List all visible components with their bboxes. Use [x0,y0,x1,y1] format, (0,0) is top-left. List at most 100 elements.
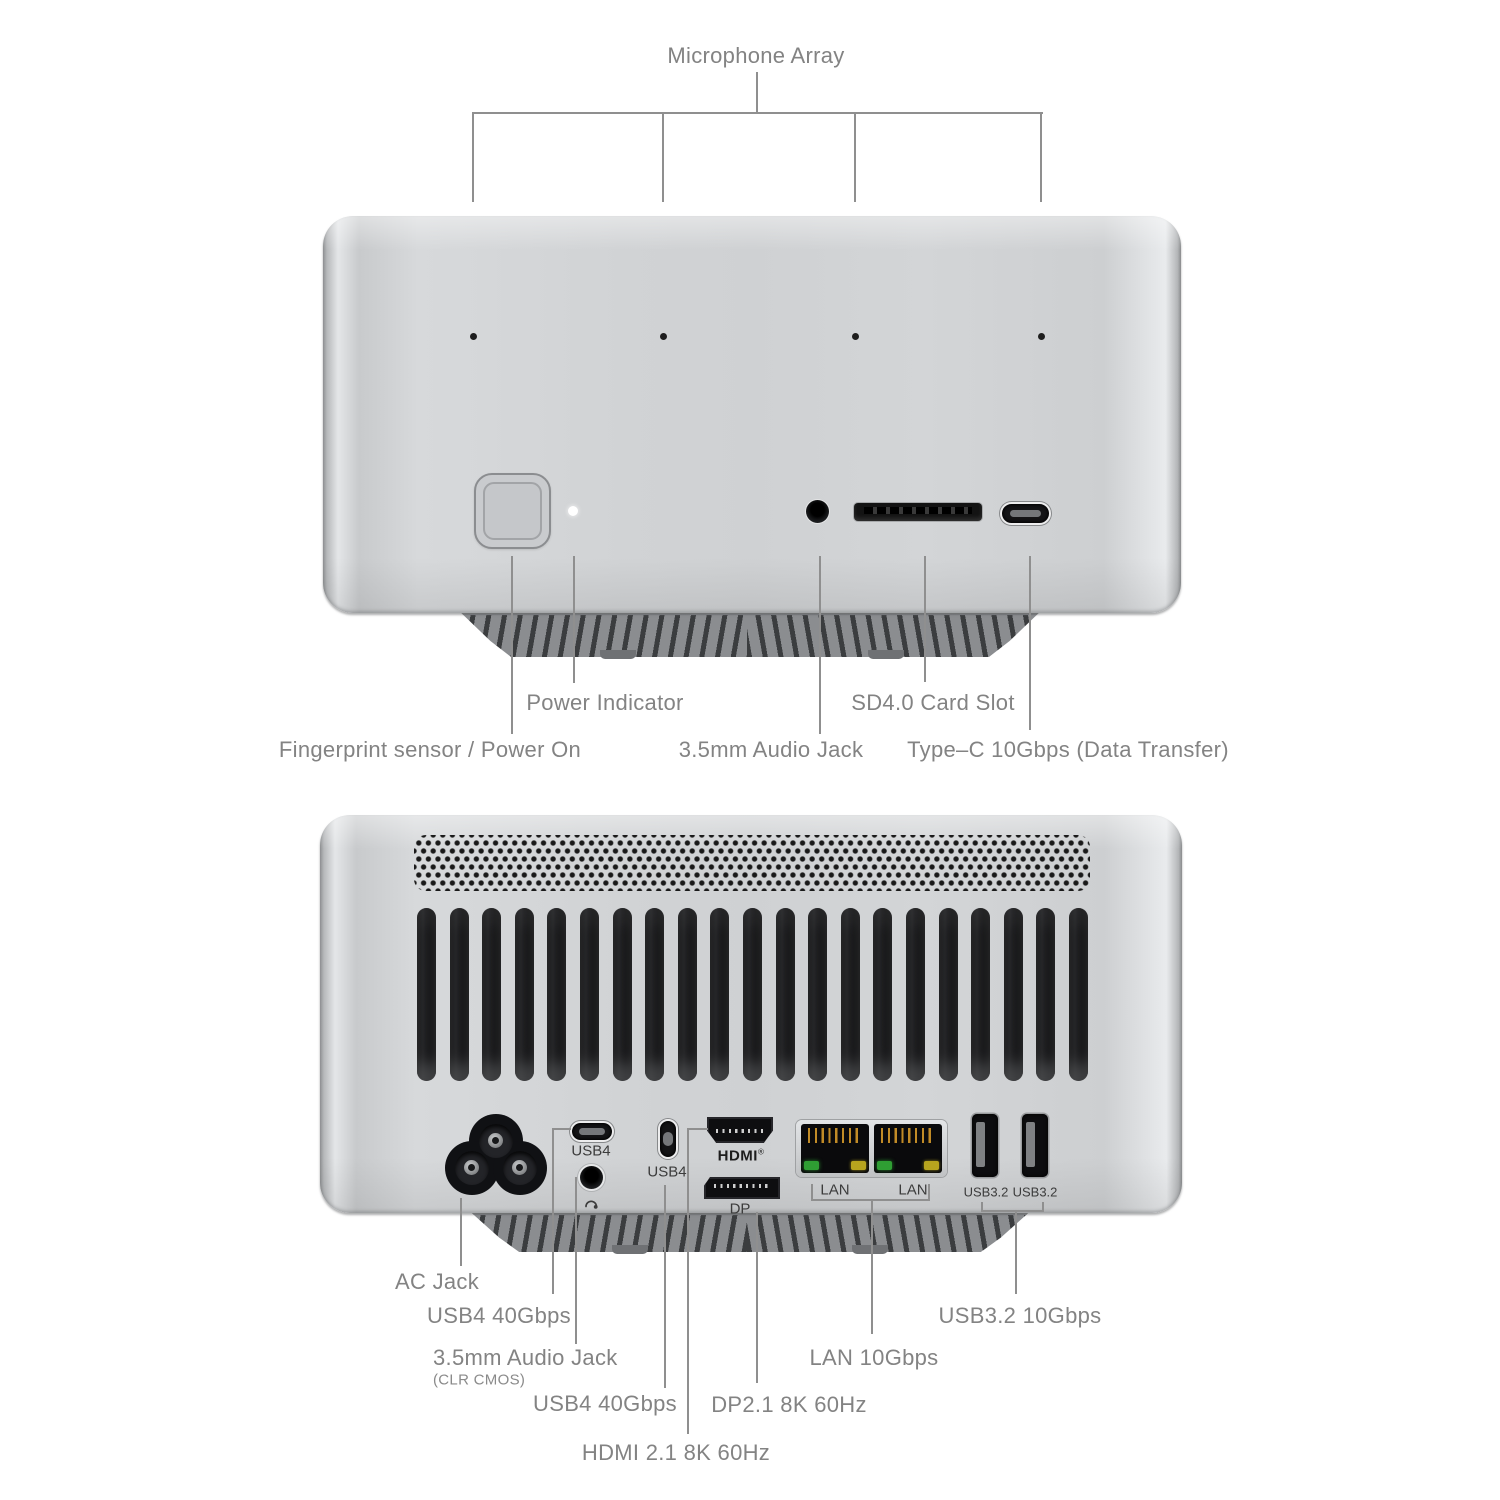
sd-card-slot-pins [864,507,972,514]
sd-card-slot-label: SD4.0 Card Slot [851,690,1015,715]
lan-bracket-right-tick [928,1184,930,1201]
microphone-hole-2 [660,333,667,340]
mic-callout-stem [756,72,758,114]
dp-callout-line [756,1212,758,1383]
usb32-port-a-tongue [976,1122,985,1167]
usb32-bracket-right-tick [1042,1202,1044,1212]
vent-slat [677,908,697,1081]
dp-pins [714,1184,770,1188]
usb32-port-a [972,1114,998,1177]
back-usb4-port-a [570,1121,614,1142]
mic-callout-drop-4 [1040,114,1042,202]
vent-slat [645,908,665,1081]
headphone-icon [585,1200,598,1209]
hdmi-callout-line [687,1128,689,1434]
ac-jack-pin-top [488,1133,503,1148]
ac-jack-label: AC Jack [394,1269,480,1294]
microphone-array-label: Microphone Array [667,43,845,68]
dp-port [704,1177,780,1199]
vent-slat [514,908,534,1081]
lan-port-1-green-led [804,1161,819,1170]
front-foot-right [868,650,904,659]
ac-jack-callout-line [460,1198,462,1266]
back-audio-callout-line [575,1177,577,1344]
front-type-c-tongue [1010,509,1041,518]
lan-port-2-yellow-led [924,1161,939,1170]
vent-slat [840,908,860,1081]
lan-callout-line [871,1201,873,1334]
lan-port-1-pins [808,1128,862,1143]
vent-slat [938,908,958,1081]
fingerprint-surface [483,482,542,540]
dp-label: DP2.1 8K 60Hz [711,1392,867,1417]
back-usb4-a-tongue [579,1128,605,1135]
ac-jack-pin-right [512,1160,527,1175]
lan-port-2 [874,1124,942,1173]
mic-callout-drop-1 [472,114,474,202]
hdmi-label: HDMI 2.1 8K 60Hz [581,1440,771,1465]
vent-slat [742,908,762,1081]
vent-slat [547,908,567,1081]
vent-slat [905,908,925,1081]
usb32-port-b-tongue [1026,1122,1035,1167]
lan-a-print-label: LAN [820,1181,850,1199]
hdmi-callout-elbow [687,1128,708,1130]
vent-slat [710,908,730,1081]
front-audio-jack-label: 3.5mm Audio Jack [678,737,864,762]
back-usb4-port-b [658,1119,678,1159]
lan-b-print-label: LAN [898,1181,928,1199]
type-c-callout-line [1029,556,1031,730]
sd-callout-line [924,556,926,682]
back-mesh-vent [414,835,1090,891]
lan-label: LAN 10Gbps [809,1345,939,1370]
back-usb4-b-tongue [662,1132,674,1146]
mic-callout-drop-2 [662,114,664,202]
lan-port-1 [801,1124,869,1173]
vent-slat [873,908,893,1081]
front-audio-callout-line [819,556,821,734]
fingerprint-callout-line [511,556,513,734]
usb4-a-label: USB4 40Gbps [427,1303,571,1328]
usb32-a-print-label: USB3.2 [963,1184,1009,1200]
vent-slat [808,908,828,1081]
vent-slat [612,908,632,1081]
back-stand-fins-left [465,1214,753,1252]
vent-slat [449,908,469,1081]
vent-slat [1068,908,1088,1081]
lan-port-1-yellow-led [851,1161,866,1170]
microphone-hole-4 [1038,333,1045,340]
vent-slat [971,908,991,1081]
usb32-port-b [1022,1114,1048,1177]
clr-cmos-note: (CLR CMOS) [433,1371,526,1389]
back-foot-right [852,1245,888,1254]
back-audio-jack-label: 3.5mm Audio Jack [433,1345,618,1370]
lan-bracket-bar [811,1199,930,1201]
usb4-b-label: USB4 40Gbps [533,1391,677,1416]
usb4-a-callout-line [552,1128,554,1294]
vent-slat [417,908,436,1081]
usb32-bracket-bar [981,1210,1044,1212]
back-audio-jack [580,1166,603,1189]
power-indicator-led [568,506,578,516]
usb4-a-callout-elbow [552,1128,571,1130]
sd-card-slot [854,503,982,521]
hdmi-port [707,1117,773,1143]
front-stand-fins-left [455,614,753,657]
usb32-callout-line [1015,1212,1017,1294]
front-view-chassis [323,216,1181,613]
usb4-a-print-label: USB4 [571,1142,611,1160]
hdmi-pins [716,1129,764,1133]
back-stand-fins-right [747,1214,1035,1252]
vent-slat [1036,908,1056,1081]
type-c-label: Type–C 10Gbps (Data Transfer) [907,737,1229,762]
usb32-label: USB3.2 10Gbps [938,1303,1102,1328]
mic-callout-drop-3 [854,114,856,202]
back-view-chassis: USB4 USB4 HDMI® DP LAN LAN USB3.2 USB3.2 [320,815,1182,1218]
vent-slat [1003,908,1023,1081]
usb4-b-callout-line [664,1185,666,1388]
lan-port-2-green-led [877,1161,892,1170]
hdmi-print-label: HDMI® [717,1147,765,1165]
mic-callout-bar [472,112,1043,114]
usb32-b-print-label: USB3.2 [1012,1184,1058,1200]
